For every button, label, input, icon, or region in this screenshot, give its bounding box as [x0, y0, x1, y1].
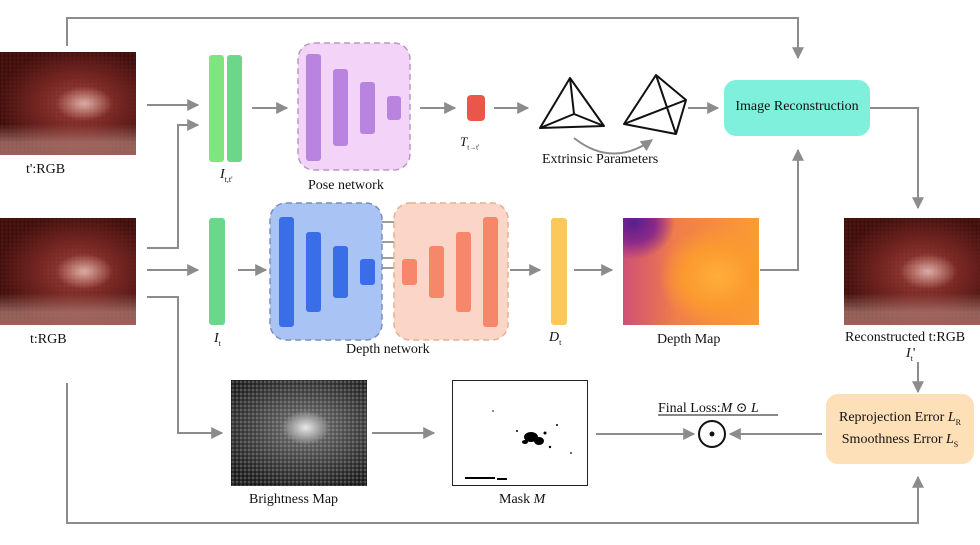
reprojection-text: Reprojection Error: [839, 410, 948, 425]
arrow-depthmap-to-reconstruction: [760, 148, 804, 271]
encoder-block-4: [360, 259, 375, 285]
decoder-block-2: [429, 246, 444, 298]
reconstructed-sub: t: [910, 353, 913, 363]
reprojection-sub: R: [955, 417, 961, 427]
reconstructed-symbol: I: [906, 346, 911, 361]
single-feature-label: It: [214, 331, 221, 348]
decoder-block-4: [483, 217, 498, 327]
single-feature-symbol: I: [214, 331, 219, 346]
arrow-extrinsics-curve: [573, 137, 653, 155]
pose-block-2: [333, 69, 348, 146]
reconstructed-frame-image: [844, 218, 980, 325]
depth-encoder-box: [269, 202, 383, 341]
depth-output-sub: t: [559, 337, 562, 347]
mask-blobs: [465, 410, 572, 480]
decoder-block-3: [456, 232, 471, 312]
loss-box: [826, 394, 974, 464]
pair-feature-label: It,t': [220, 167, 233, 184]
pose-network-box: [297, 42, 411, 171]
depth-map-label: Depth Map: [657, 332, 721, 347]
final-loss-operator-dot: [709, 431, 715, 437]
mask-image: [452, 380, 588, 486]
mask-label-symbol: M: [533, 492, 546, 507]
transform-symbol: T: [460, 134, 468, 149]
arrow-prev-to-reconstruction: [66, 17, 804, 60]
pair-feature-bar-a: [209, 55, 224, 162]
pair-feature-symbol: I: [220, 167, 225, 182]
encoder-block-3: [333, 246, 348, 298]
depth-output-label: Dt: [549, 330, 561, 347]
depth-network-label: Depth network: [346, 342, 430, 357]
pair-feature-bar-b: [227, 55, 242, 162]
reprojection-error-label: Reprojection Error LR: [826, 410, 974, 427]
depth-output-bar: [551, 218, 567, 325]
mask-label: Mask M: [499, 492, 545, 508]
decoder-block-1: [402, 259, 417, 285]
final-loss-m: M: [720, 401, 733, 416]
pose-block-3: [360, 82, 375, 134]
arrow-reconstruction-to-output: [870, 107, 924, 210]
final-loss-label: Final Loss:M ⊙ L: [658, 400, 759, 417]
pose-block-4: [387, 96, 401, 120]
smoothness-text: Smoothness Error: [841, 432, 946, 447]
prev-frame-image: [0, 52, 136, 155]
pair-feature-sub: t,t': [224, 174, 233, 184]
reconstruction-box: [724, 80, 870, 136]
extrinsics-label: Extrinsic Parameters: [542, 152, 659, 167]
depth-output-symbol: D: [549, 330, 560, 345]
extrinsic-pyramid-left: [539, 77, 605, 129]
brightness-map-label: Brightness Map: [249, 492, 339, 507]
prev-frame-label: t':RGB: [26, 162, 66, 177]
reprojection-symbol: L: [947, 410, 956, 425]
encoder-block-1: [279, 217, 294, 327]
reconstructed-output-symbol: It': [906, 346, 915, 363]
brightness-map-image: [231, 380, 367, 486]
smoothness-error-label: Smoothness Error LS: [826, 432, 974, 449]
depth-decoder-box: [393, 202, 509, 341]
reconstructed-prime: ': [912, 346, 916, 361]
single-feature-sub: t: [218, 338, 221, 348]
extrinsic-pyramid-right: [623, 74, 687, 135]
mask-label-text: Mask: [499, 492, 534, 507]
arrow-curr-to-pair: [147, 119, 200, 249]
transform-label: Tt→t': [460, 134, 479, 152]
depth-map-image: [623, 218, 759, 325]
reconstructed-output-label: Reconstructed t:RGB: [845, 330, 966, 345]
smoothness-sub: S: [953, 439, 959, 449]
pose-network-label: Pose network: [308, 178, 384, 193]
curr-frame-label: t:RGB: [30, 332, 67, 347]
curr-frame-image: [0, 218, 136, 325]
arrow-curr-to-loss-bottom: [66, 383, 924, 524]
final-loss-l: L: [751, 401, 759, 416]
transform-sub: t→t': [467, 143, 480, 152]
final-loss-op: ⊙: [732, 401, 752, 416]
single-feature-bar: [209, 218, 225, 325]
transform-block: [467, 95, 485, 121]
encoder-block-2: [306, 232, 321, 312]
arrow-curr-to-brightness: [147, 296, 224, 439]
final-loss-prefix: Final Loss:: [658, 401, 721, 416]
smoothness-symbol: L: [945, 432, 954, 447]
pose-block-1: [306, 54, 321, 161]
reconstruction-label: Image Reconstruction: [735, 99, 859, 114]
